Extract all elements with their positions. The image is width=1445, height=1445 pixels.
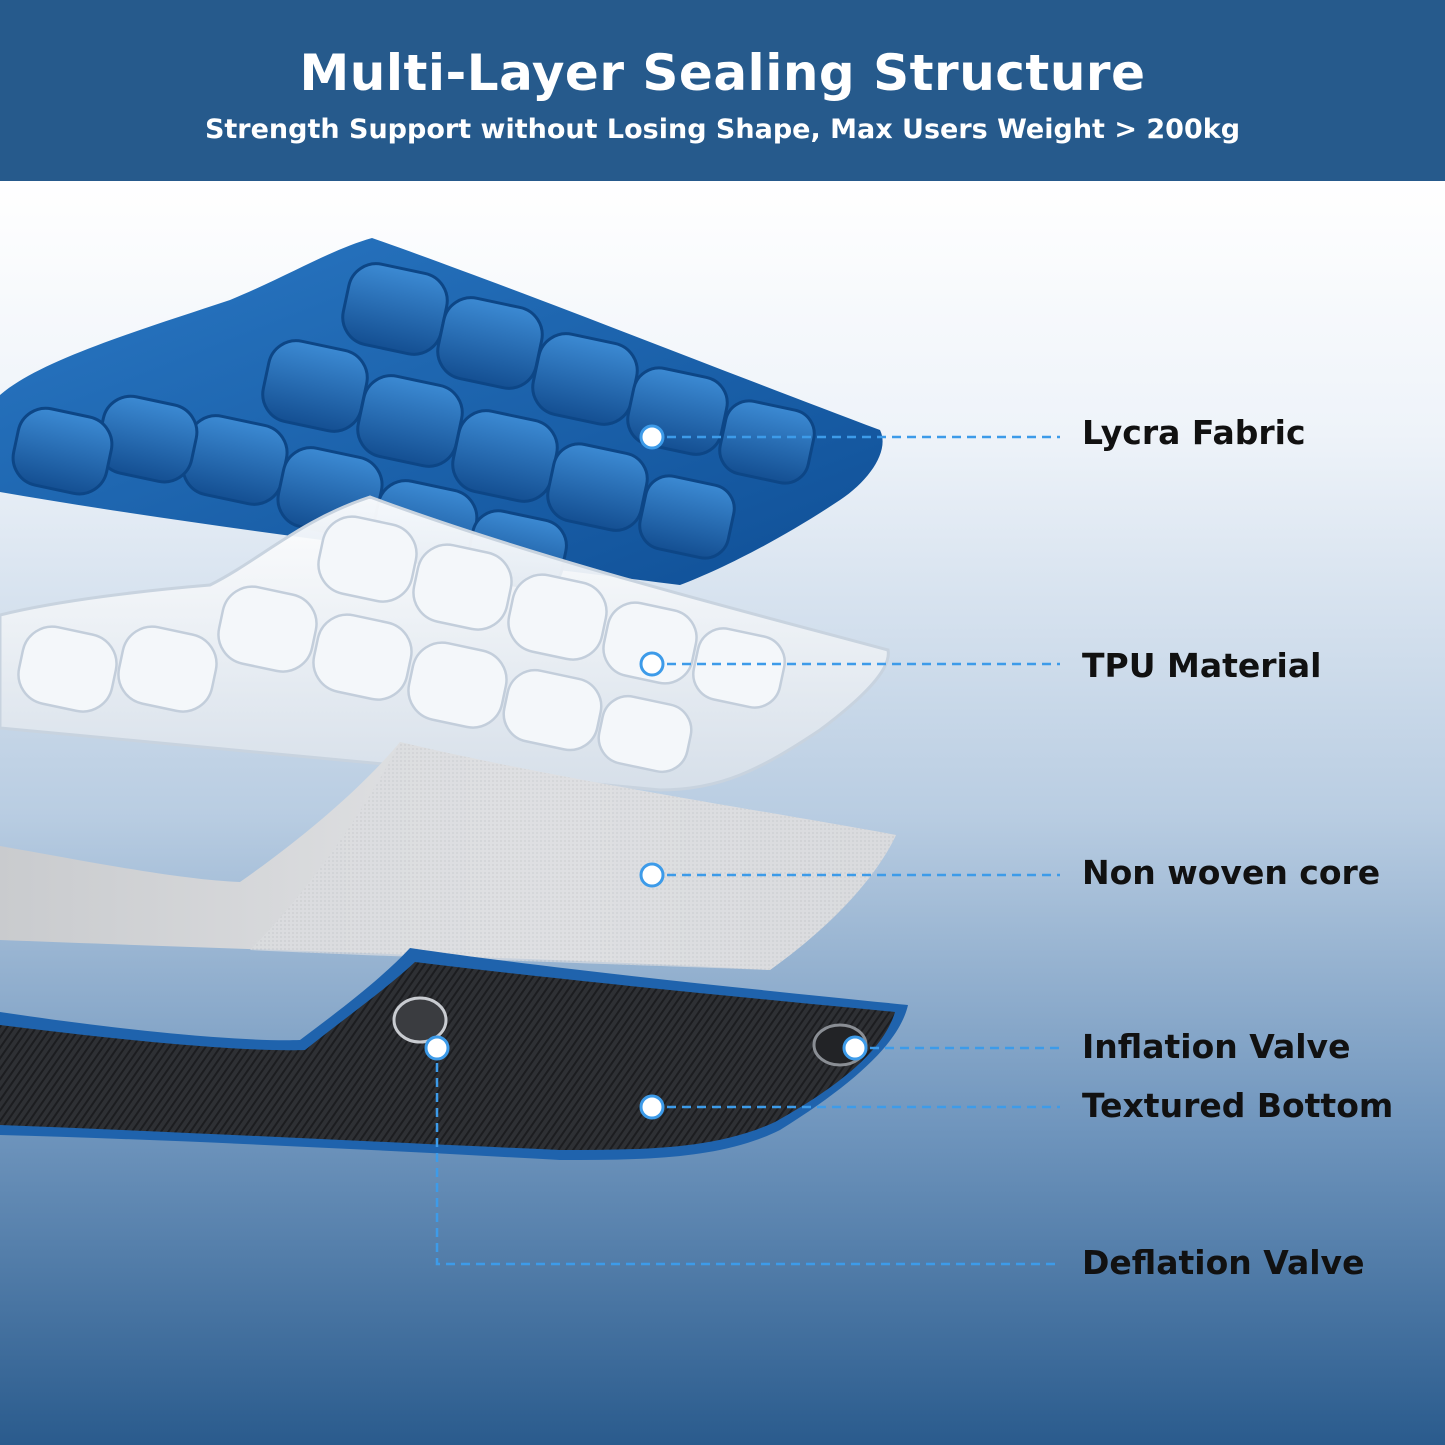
marker-dots	[424, 424, 868, 1120]
page-subtitle: Strength Support without Losing Shape, M…	[204, 114, 1241, 145]
callout-non-woven-core: Non woven core	[1082, 853, 1381, 892]
callout-lycra-fabric: Lycra Fabric	[1082, 413, 1306, 452]
leader-lines	[435, 435, 1060, 1266]
callout-deflation-valve: Deflation Valve	[1082, 1243, 1365, 1282]
marker-dot-inflation	[842, 1035, 868, 1061]
marker-dot-lycra	[639, 424, 665, 450]
marker-dot-deflation	[424, 1035, 450, 1061]
inflation-valve-fitting	[392, 996, 448, 1044]
marker-dot-textured	[639, 1094, 665, 1120]
tpu-material-layer	[0, 495, 890, 792]
header-banner: Multi-Layer Sealing Structure Strength S…	[0, 0, 1445, 181]
product-illustration: Lycra Fabric TPU Material Non woven core…	[0, 181, 1445, 1445]
callout-tpu-material: TPU Material	[1082, 646, 1322, 685]
marker-dot-core	[639, 862, 665, 888]
layer-stack-diagram	[0, 238, 1060, 1266]
callout-textured-bottom: Textured Bottom	[1082, 1086, 1394, 1125]
textured-bottom-layer	[0, 948, 908, 1160]
marker-dot-tpu	[639, 651, 665, 677]
page-title: Multi-Layer Sealing Structure	[299, 44, 1146, 102]
callout-inflation-valve: Inflation Valve	[1082, 1027, 1351, 1066]
non-woven-core-layer	[0, 742, 896, 970]
